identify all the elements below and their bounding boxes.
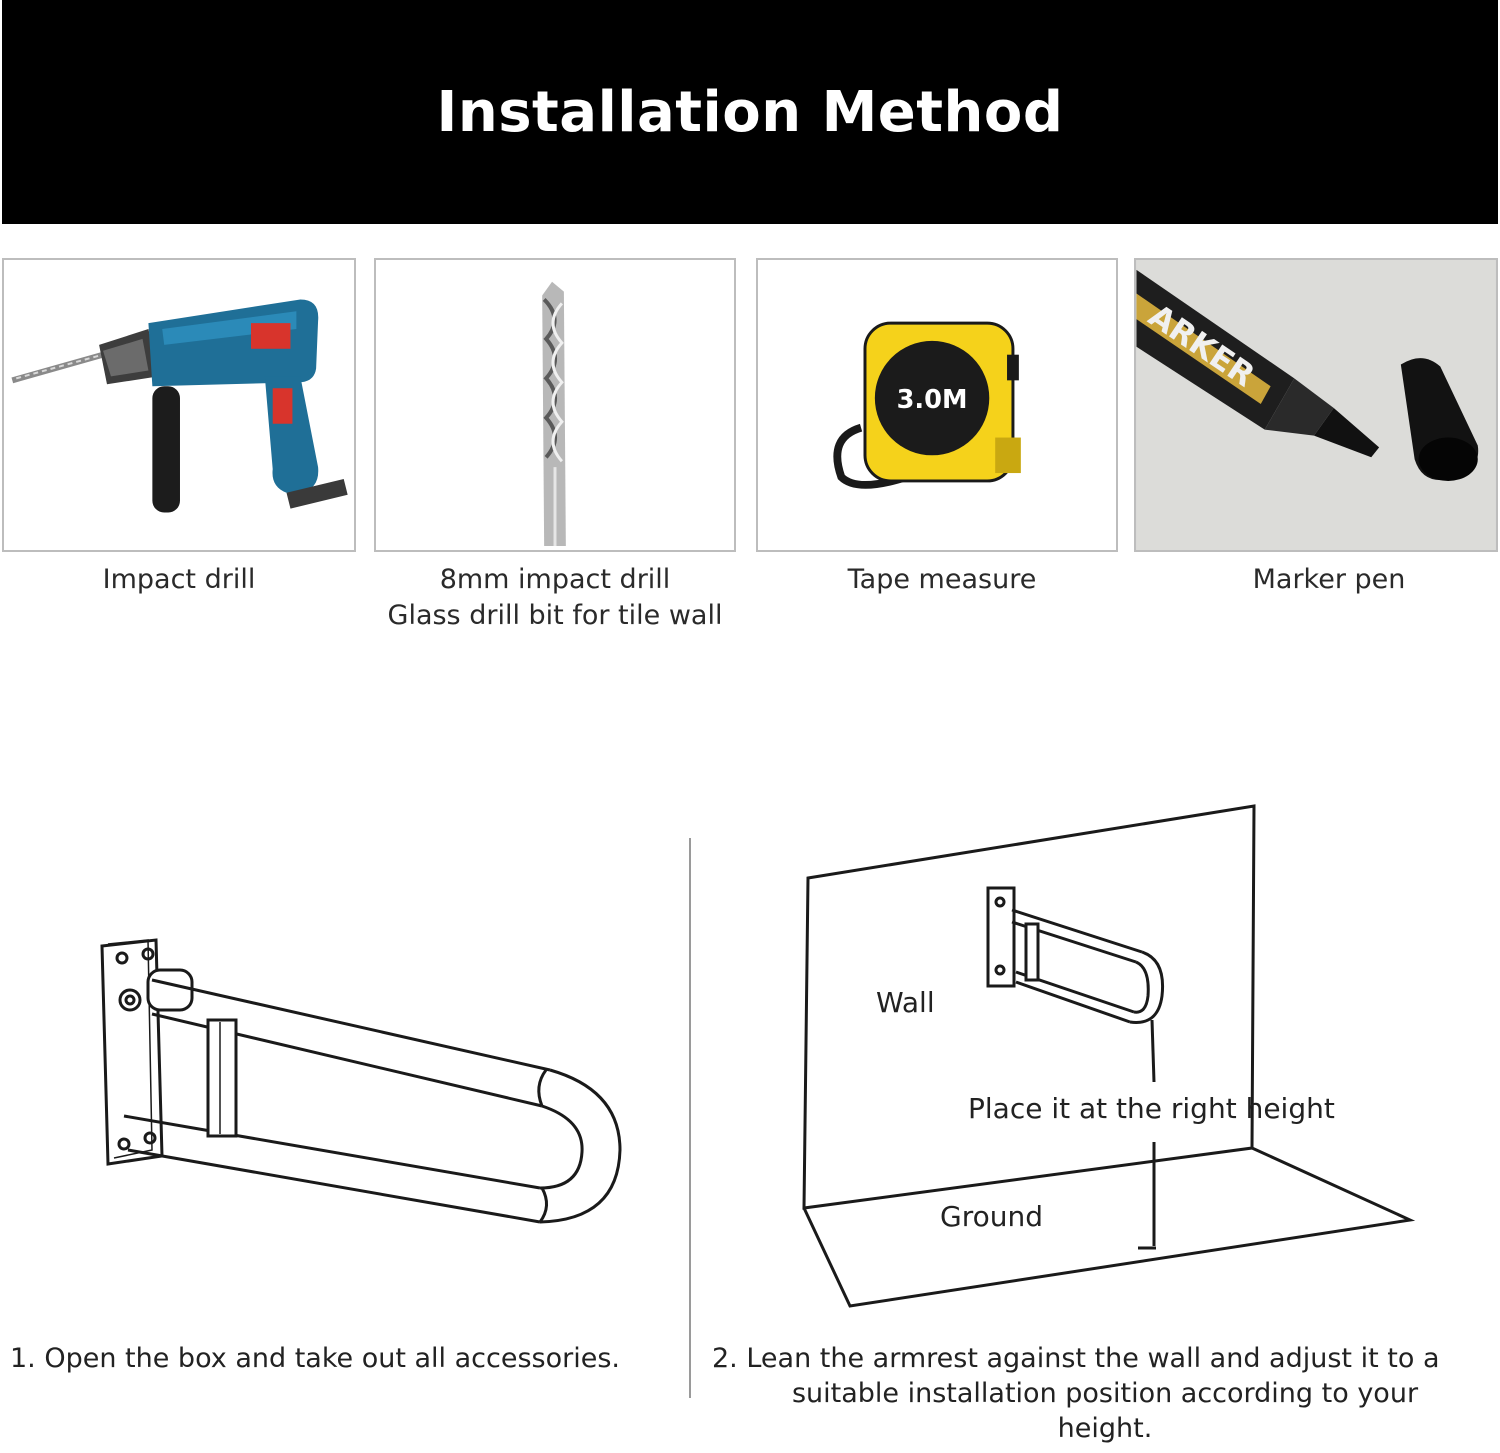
tool-label-impact-drill: Impact drill <box>2 562 356 598</box>
tool-label-tape-measure: Tape measure <box>756 562 1128 598</box>
tool-label-line: Marker pen <box>1252 564 1406 595</box>
impact-drill-image <box>2 258 356 552</box>
wall-ground-diagram <box>802 804 1416 1308</box>
tape-measure-label: 3.0M <box>897 385 968 415</box>
drill-bit-icon <box>542 281 566 547</box>
step-2-line: height. <box>1057 1413 1153 1444</box>
tool-label-line: Glass drill bit for tile wall <box>387 600 723 631</box>
step-2-line: suitable installation position according… <box>791 1378 1419 1409</box>
wall-label: Wall <box>876 986 935 1019</box>
drill-bit-image <box>374 258 736 552</box>
tool-label-marker-pen: Marker pen <box>1134 562 1500 598</box>
tape-measure-icon: 3.0M <box>833 321 1021 489</box>
tool-label-line: Tape measure <box>847 564 1037 595</box>
marker-pen-icon: ARKER <box>1136 260 1496 550</box>
tool-label-drill-bit: 8mm impact drill Glass drill bit for til… <box>370 562 740 634</box>
step-1-text: 1. Open the box and take out all accesso… <box>10 1343 620 1374</box>
page-title: Installation Method <box>436 79 1064 145</box>
step-2-line: 2. Lean the armrest against the wall and… <box>712 1343 1440 1374</box>
step-divider <box>689 838 691 1398</box>
grab-bar-illustration <box>100 938 622 1224</box>
step-2-text: 2. Lean the armrest against the wall and… <box>712 1341 1498 1446</box>
marker-pen-image: ARKER <box>1134 258 1498 552</box>
ground-label: Ground <box>940 1200 1043 1233</box>
tool-label-line: 8mm impact drill <box>439 564 671 595</box>
tool-label-line: Impact drill <box>102 564 256 595</box>
tape-measure-image: 3.0M <box>756 258 1118 552</box>
height-label: Place it at the right height <box>968 1092 1335 1125</box>
impact-drill-icon <box>11 299 348 513</box>
header-banner: Installation Method <box>2 0 1498 224</box>
